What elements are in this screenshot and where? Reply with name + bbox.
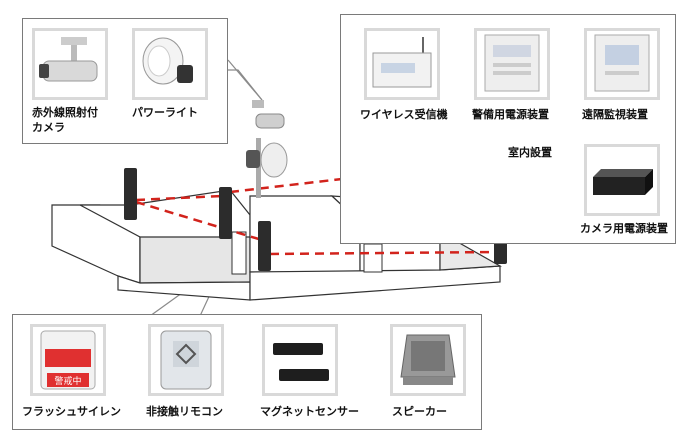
thumb-security-power-unit[interactable] xyxy=(474,28,550,100)
label-camera-power-unit: カメラ用電源装置 xyxy=(580,222,668,235)
pole-camera-light xyxy=(246,100,288,198)
label-contactless-remote: 非接触リモコン xyxy=(146,405,223,418)
monitor-unit-icon xyxy=(594,34,650,92)
label-indoor-install: 室内設置 xyxy=(508,146,552,159)
label-wireless-receiver: ワイヤレス受信機 xyxy=(360,108,448,121)
label-speaker: スピーカー xyxy=(392,405,447,418)
thumb-power-light[interactable] xyxy=(132,28,208,100)
power-unit-icon xyxy=(484,34,540,92)
label-magnet-sensor: マグネットセンサー xyxy=(260,405,359,418)
thumb-magnet-sensor[interactable] xyxy=(262,324,338,396)
thumb-contactless-remote[interactable] xyxy=(148,324,224,396)
thumb-flash-siren[interactable]: 警戒中 xyxy=(30,324,106,396)
floodlight-icon xyxy=(142,37,193,85)
camera-power-icon xyxy=(593,169,653,195)
label-security-power-unit: 警備用電源装置 xyxy=(472,108,549,121)
siren-icon: 警戒中 xyxy=(40,330,96,390)
receiver-icon xyxy=(372,37,432,88)
label-flash-siren: フラッシュサイレン xyxy=(22,405,121,418)
thumb-speaker[interactable] xyxy=(390,324,466,396)
remote-icon xyxy=(160,330,212,390)
siren-text: 警戒中 xyxy=(54,375,81,387)
building xyxy=(51,189,503,301)
label-power-light: パワーライト xyxy=(132,106,198,119)
thumb-remote-monitor[interactable] xyxy=(584,28,660,100)
thumb-wireless-receiver[interactable] xyxy=(364,28,440,100)
camera-icon xyxy=(39,37,98,82)
label-ir-camera-line2: カメラ xyxy=(32,121,65,134)
label-ir-camera-line1: 赤外線照射付 xyxy=(32,106,98,119)
label-remote-monitor: 遠隔監視装置 xyxy=(582,108,648,121)
speaker-icon xyxy=(400,334,456,385)
thumb-camera-power-unit[interactable] xyxy=(584,144,660,216)
thumb-ir-camera[interactable] xyxy=(32,28,108,100)
magnet-sensor-icon xyxy=(273,343,329,381)
